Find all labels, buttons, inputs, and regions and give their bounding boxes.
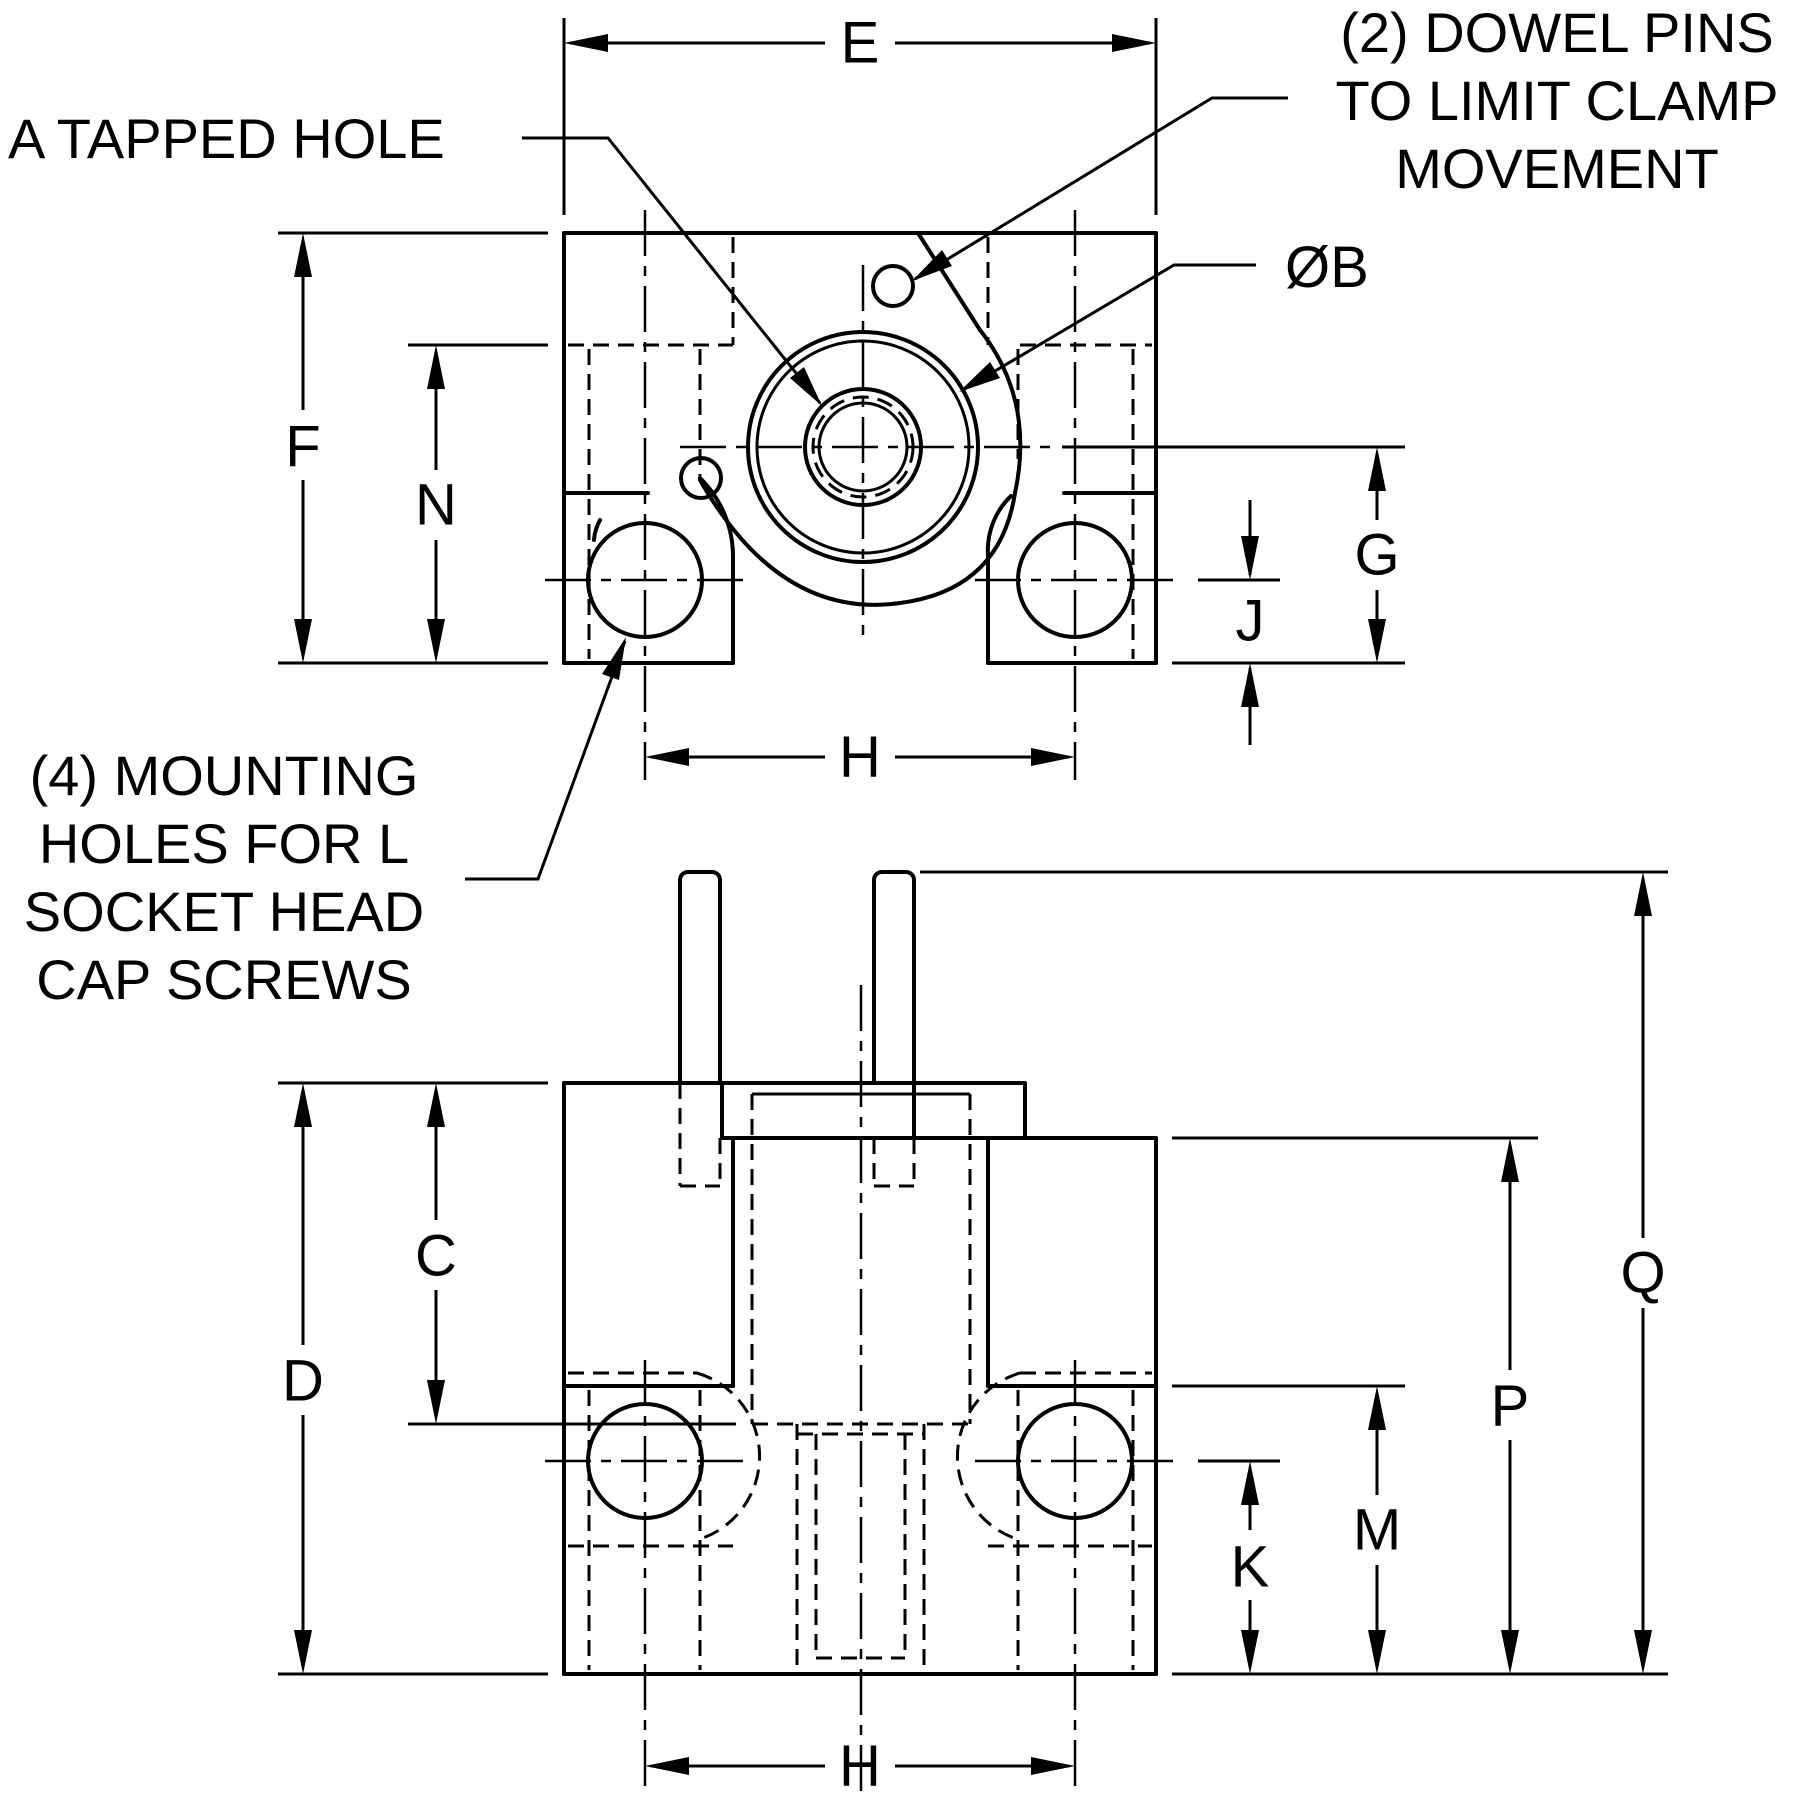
dimension-f: F [285, 233, 321, 663]
note-mounting-holes-line-4: CAP SCREWS [36, 948, 411, 1011]
front-view-outline [562, 1081, 1158, 1676]
front-view: C D K M [278, 870, 1668, 1799]
dimension-q: Q [1620, 872, 1666, 1674]
front-view-center-lines [545, 985, 1175, 1795]
note-mounting-holes-line-1: (4) MOUNTING [30, 744, 419, 807]
dimension-h-top: H [645, 725, 1075, 790]
dimension-e: E [564, 11, 1156, 76]
dim-label-d: D [282, 1349, 324, 1414]
front-view-dowel-pins [678, 870, 916, 1188]
dimension-j: J [1236, 500, 1265, 745]
note-mounting-holes-line-3: SOCKET HEAD [24, 880, 424, 943]
dim-label-b: ØB [1285, 235, 1369, 300]
front-view-extension-lines [278, 870, 1668, 1676]
dimension-d: D [282, 1083, 324, 1674]
dimension-k: K [1231, 1461, 1270, 1674]
note-tapped-hole: A TAPPED HOLE [8, 107, 445, 170]
top-view-extension-lines [278, 18, 1405, 665]
dimension-g: G [1354, 447, 1400, 663]
boss-outer-circle [746, 330, 980, 564]
dowel-pin-icon [871, 264, 915, 308]
dim-label-c: C [415, 1224, 457, 1289]
note-dowel-pins-line-2: TO LIMIT CLAMP [1336, 69, 1779, 132]
dim-label-h-top: H [839, 725, 881, 790]
note-mounting-holes-line-2: HOLES FOR L [39, 812, 409, 875]
top-view-leaders [465, 96, 1288, 881]
dimension-h-front: H [645, 1734, 1075, 1799]
front-view-hidden-lines [568, 1094, 1152, 1670]
dim-label-q: Q [1620, 1241, 1665, 1306]
dimension-n: N [415, 345, 457, 663]
note-dowel-pins-line-1: (2) DOWEL PINS [1340, 1, 1774, 64]
top-view-hidden-lines [568, 237, 1152, 659]
dimension-m: M [1353, 1386, 1401, 1674]
dim-label-p: P [1491, 1374, 1530, 1439]
dim-label-j: J [1236, 589, 1265, 654]
note-dowel-pins-line-3: MOVEMENT [1395, 137, 1719, 200]
dim-label-m: M [1353, 1498, 1401, 1563]
top-view-notes: A TAPPED HOLE (2) DOWEL PINS TO LIMIT CL… [8, 1, 1778, 1011]
dimension-p: P [1491, 1138, 1530, 1674]
dim-label-n: N [415, 473, 457, 538]
dimension-c: C [415, 1083, 457, 1424]
dim-label-g: G [1354, 523, 1399, 588]
top-view-center-lines [545, 210, 1175, 780]
dim-label-e: E [841, 11, 880, 76]
dim-label-f: F [285, 415, 320, 480]
top-view: E F N G [8, 1, 1778, 1011]
dowel-pin-icon [679, 456, 723, 500]
dim-label-k: K [1231, 1535, 1270, 1600]
dim-label-h-front: H [839, 1734, 881, 1799]
